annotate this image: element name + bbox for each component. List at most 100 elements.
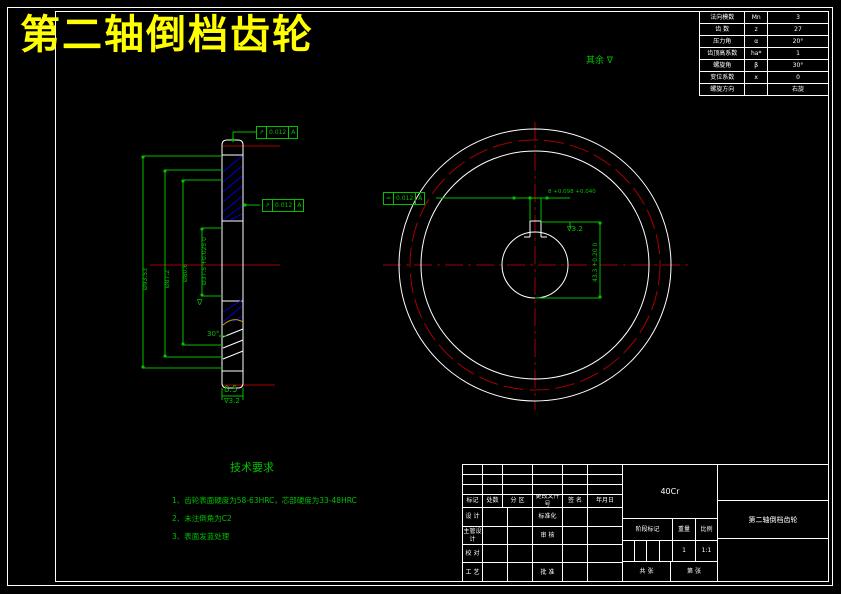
dimension-arrow-ticks	[141, 138, 247, 369]
revision-cell	[563, 485, 588, 495]
section-hatch-upper	[222, 155, 243, 221]
tolerance-value: 0.012	[394, 193, 417, 204]
weight-label: 重量	[673, 519, 696, 541]
tolerance-symbol-icon: ↗	[263, 200, 274, 211]
helix-angle-note: 30°	[207, 330, 220, 338]
symmetry-symbol-icon: =	[384, 193, 395, 204]
tolerance-datum: A	[418, 195, 423, 202]
signature-cell	[563, 527, 588, 545]
revision-cell	[463, 475, 483, 485]
scale-label: 比例	[696, 519, 718, 541]
revision-header: 签 名	[563, 495, 588, 508]
revision-cell	[588, 475, 623, 485]
revision-cell	[588, 465, 623, 475]
tech-requirements-heading: 技术要求	[230, 461, 274, 474]
tech-requirement-item: 2、未注倒角为C2	[172, 514, 232, 523]
tolerance-value: 0.012	[267, 127, 290, 138]
sheet-total-label: 共 张	[623, 562, 671, 582]
revision-cell	[533, 475, 563, 485]
tolerance-frame-symmetry: = 0.012 A	[383, 192, 426, 205]
signature-cell	[483, 527, 508, 545]
signature-cell	[483, 563, 508, 582]
revision-header: 分 区	[503, 495, 533, 508]
helix-arc	[222, 319, 244, 326]
stage-cell	[635, 541, 647, 562]
param-value: 右旋	[766, 83, 830, 96]
signature-cell	[508, 508, 533, 527]
param-name: 螺旋方向	[698, 83, 746, 96]
revision-header: 处数	[483, 495, 503, 508]
stage-cell	[647, 541, 660, 562]
signature-label: 批 准	[533, 563, 563, 582]
revision-cell	[503, 475, 533, 485]
signature-label: 标准化	[533, 508, 563, 527]
dimension-lines-front	[436, 197, 601, 299]
signature-cell	[483, 545, 508, 563]
center-lines-section	[150, 145, 280, 386]
stage-label: 阶段标记	[623, 519, 673, 541]
tolerance-frame-runout-top: ↗ 0.012 A	[256, 126, 299, 139]
signature-label: 工 艺	[463, 563, 483, 582]
revision-cell	[463, 465, 483, 475]
drawing-frame-inner	[55, 11, 829, 582]
drawing-number-cell	[718, 539, 828, 582]
signature-cell	[533, 545, 563, 563]
revision-header: 标记	[463, 495, 483, 508]
signature-cell	[508, 527, 533, 545]
signature-cell	[588, 527, 623, 545]
revision-cell	[533, 465, 563, 475]
dimension-keyway-width: 8 +0.098 +0.040	[548, 189, 596, 195]
tolerance-frame-runout-side: ↗ 0.012 A	[262, 199, 305, 212]
table-row: 螺旋角 β 30°	[698, 59, 830, 72]
center-cross-front	[383, 122, 688, 410]
table-row: 螺旋方向 右旋	[698, 83, 830, 96]
tech-requirement-item: 1、齿轮表面硬度为58-63HRC，芯部硬度为33-48HRC	[172, 496, 357, 505]
revision-cell	[563, 465, 588, 475]
keyway-roughness-icon: ∇3.2	[567, 225, 583, 233]
tolerance-datum: A	[297, 202, 302, 209]
title-block: 标记 处数 分 区 更改文件号 签 名 年月日 设 计 标准化 主管设计 审 核…	[462, 464, 829, 582]
revision-cell	[483, 485, 503, 495]
signature-cell	[563, 508, 588, 527]
signature-label: 校 对	[463, 545, 483, 563]
dimension-lines-section	[142, 131, 260, 400]
scale-value: 1:1	[696, 541, 718, 562]
tech-requirement-item: 3、表面发蓝处理	[172, 532, 230, 541]
table-row: 齿顶高系数 ha* 1	[698, 47, 830, 60]
part-name-value: 第二轴倒档齿轮	[718, 501, 828, 539]
signature-cell	[508, 545, 533, 563]
tip-circle	[398, 128, 672, 402]
bore-roughness-icon: ∇	[197, 298, 203, 307]
dimension-face-width: 8.5	[224, 385, 238, 395]
revision-cell	[463, 485, 483, 495]
dimension-ticks-front	[512, 196, 602, 299]
revision-cell	[563, 475, 588, 485]
general-roughness-note: 其余 ∇	[586, 56, 613, 66]
revision-cell	[588, 485, 623, 495]
material-value: 40Cr	[623, 465, 718, 519]
page-title: 第二轴倒档齿轮	[20, 12, 314, 58]
company-cell	[718, 465, 828, 501]
dimension-keyway-depth: 43.3 +0.20 0	[592, 242, 599, 282]
tolerance-value: 0.012	[273, 200, 296, 211]
revision-header: 更改文件号	[533, 495, 563, 508]
section-hatch-lower	[222, 299, 243, 323]
signature-cell	[588, 508, 623, 527]
weight-value: 1	[673, 541, 696, 562]
drawing-frame-outer	[7, 7, 833, 586]
revision-header: 年月日	[588, 495, 623, 508]
face-roughness-icon: ∇3.2	[224, 397, 240, 405]
stage-cell	[623, 541, 635, 562]
pitch-circle	[409, 139, 661, 391]
gear-parameter-table: 法向模数 Mn 3 齿 数 z 27 压力角 α 20° 齿顶高系数 ha* 1…	[698, 11, 830, 96]
revision-cell	[503, 485, 533, 495]
signature-cell	[588, 563, 623, 582]
stage-cell	[660, 541, 673, 562]
revision-cell	[533, 485, 563, 495]
revision-cell	[483, 465, 503, 475]
signature-cell	[508, 563, 533, 582]
signature-cell	[563, 545, 588, 563]
